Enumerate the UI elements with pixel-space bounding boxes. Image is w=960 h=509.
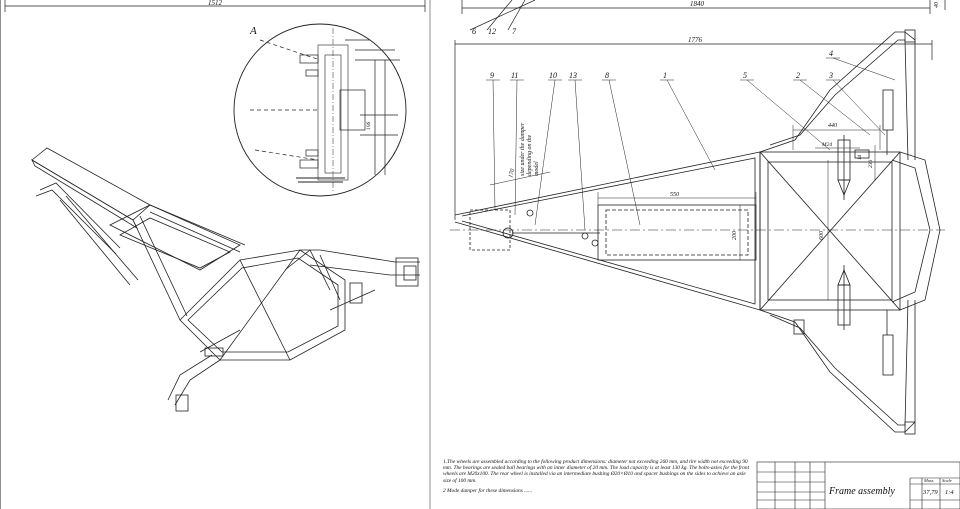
callout-9: 9 <box>490 71 494 80</box>
dim-230: 230 <box>868 160 874 169</box>
dim-detail-106: 106 <box>366 122 372 131</box>
scale-value: 1:4 <box>945 489 954 496</box>
mass-value: 37,79 <box>922 489 938 496</box>
dim-top-right: 1840 <box>690 0 705 8</box>
scale-label: Scale <box>942 478 952 483</box>
dim-200: 200 <box>732 231 738 240</box>
callout-2: 2 <box>796 71 800 80</box>
view-label: A <box>249 25 257 37</box>
dim-top-edge: 40 <box>933 2 940 8</box>
technical-notes: 1.The wheels are assembled according to … <box>443 459 755 498</box>
callout-12: 12 <box>488 27 496 36</box>
dimension-top-right <box>461 0 946 14</box>
plan-view-frame <box>450 29 945 435</box>
callout-4: 4 <box>829 49 833 58</box>
dim-m24: M24 <box>821 141 832 148</box>
dim-550: 550 <box>670 192 679 198</box>
callout-7: 7 <box>512 27 517 36</box>
note-1: 1.The wheels are assembled according to … <box>443 459 750 484</box>
callout-1: 1 <box>663 71 667 80</box>
dim-top-left: 1512 <box>208 0 223 7</box>
mass-label: Mass <box>923 478 934 483</box>
dim-440: 440 <box>828 122 837 129</box>
detail-view-a <box>233 23 407 197</box>
dim-overall: 1776 <box>688 36 703 44</box>
callout-11: 11 <box>511 71 518 80</box>
dim-170: 170 <box>508 168 516 178</box>
callout-13: 13 <box>569 71 577 80</box>
damper-note: size under the damper depending on the m… <box>520 121 540 176</box>
callout-10: 10 <box>549 71 557 80</box>
isometric-frame-view <box>31 147 420 412</box>
callout-8: 8 <box>605 71 609 80</box>
callout-6: 6 <box>472 27 476 36</box>
dimension-overall <box>454 40 933 220</box>
callout-3: 3 <box>828 71 833 80</box>
callout-5: 5 <box>743 71 747 80</box>
dim-14: 14 <box>858 155 863 161</box>
drawing-title: Frame assembly <box>828 486 895 497</box>
title-block <box>756 461 960 509</box>
note-2: 2 Mode damper for these dimensions .....… <box>443 487 533 494</box>
dim-600: 600 <box>819 231 825 240</box>
dimension-top-left <box>4 0 426 12</box>
